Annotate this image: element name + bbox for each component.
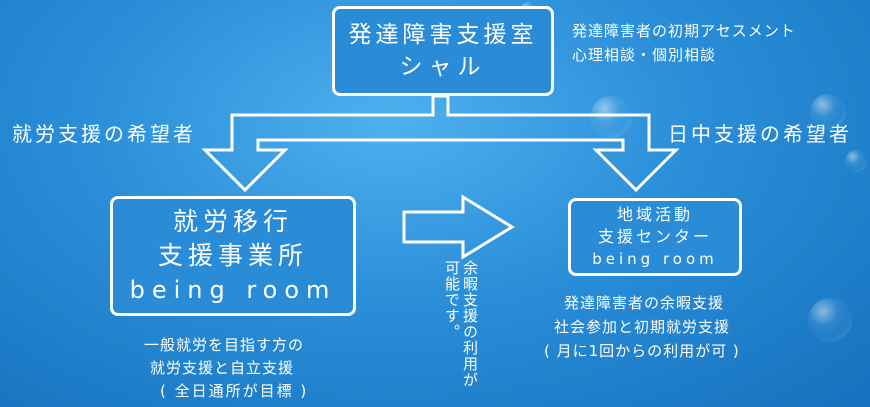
- bubble-decoration: [590, 96, 632, 138]
- top-note-line2: 心理相談・個別相談: [572, 46, 717, 64]
- middle-note-col1: 余暇支援の利用が: [461, 260, 479, 388]
- right-desc-line3: ( 月に1回からの利用が可 ): [544, 342, 740, 360]
- left-box-line3: being room: [129, 276, 337, 304]
- left-desc-line1: 一般就労を目指す方の: [144, 336, 305, 354]
- left-box-employment-transition: 就労移行 支援事業所 being room: [110, 196, 356, 316]
- branch-label-employment: 就労支援の希望者: [12, 122, 196, 146]
- top-box-shall: 発達障害支援室 シャル: [332, 6, 554, 96]
- top-note-line1: 発達障害者の初期アセスメント: [572, 22, 796, 40]
- right-desc-line2: 社会参加と初期就労支援: [554, 318, 731, 336]
- right-desc-line1: 発達障害者の余暇支援: [564, 294, 725, 312]
- bubble-decoration: [845, 150, 867, 172]
- bubble-decoration: [810, 94, 846, 130]
- left-desc-line2: 就労支援と自立支援: [150, 359, 295, 377]
- right-arrow-outline: [402, 194, 515, 260]
- left-box-line1: 就労移行: [172, 207, 293, 236]
- left-box-line2: 支援事業所: [157, 241, 308, 270]
- branch-arrow-outline: [201, 94, 680, 193]
- right-box-line2: 支援センター: [597, 227, 712, 246]
- middle-note-col2: 可能です。: [443, 260, 461, 340]
- branch-label-daytime: 日中支援の希望者: [668, 122, 852, 146]
- top-box-subtitle: シャル: [399, 54, 487, 80]
- left-desc-line3: ( 全日通所が目標 ): [160, 382, 309, 400]
- top-box-title: 発達障害支援室: [348, 22, 538, 48]
- right-box-community-center: 地域活動 支援センター being room: [568, 198, 742, 276]
- bubble-decoration: [808, 298, 852, 342]
- right-box-line3: being room: [592, 250, 718, 268]
- right-box-line1: 地域活動: [616, 205, 693, 224]
